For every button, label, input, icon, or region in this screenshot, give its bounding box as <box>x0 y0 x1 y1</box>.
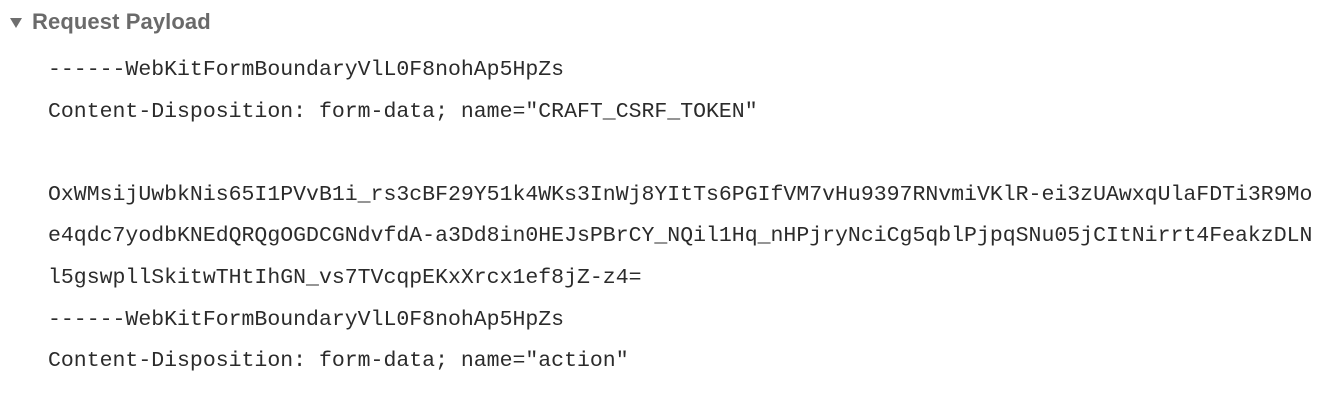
payload-line-boundary-2: ------WebKitFormBoundaryVlL0F8nohAp5HpZs <box>48 307 565 332</box>
payload-line-token-part-2: e4qdc7yodbKNEdQRQgOGDCGNdvfdA-a3Dd8in0HE… <box>48 224 1313 249</box>
payload-line-content-disposition: Content-Disposition: form-data; name="CR… <box>48 99 758 124</box>
payload-line-boundary: ------WebKitFormBoundaryVlL0F8nohAp5HpZs <box>48 58 565 82</box>
disclosure-triangle-down-icon[interactable] <box>10 18 22 28</box>
payload-line-blank <box>48 139 1342 181</box>
payload-body: ------WebKitFormBoundaryVlL0F8nohAp5HpZs… <box>48 56 1342 389</box>
payload-line-token-part-1: OxWMsijUwbkNis65I1PVvB1i_rs3cBF29Y51k4WK… <box>48 182 1313 207</box>
request-payload-toggle[interactable]: Request Payload <box>10 8 211 36</box>
section-title: Request Payload <box>32 9 211 34</box>
payload-line-token-part-3: l5gswpllSkitwTHtIhGN_vs7TVcqpEKxXrcx1ef8… <box>48 265 642 290</box>
payload-line-content-disposition-2: Content-Disposition: form-data; name="ac… <box>48 349 629 374</box>
